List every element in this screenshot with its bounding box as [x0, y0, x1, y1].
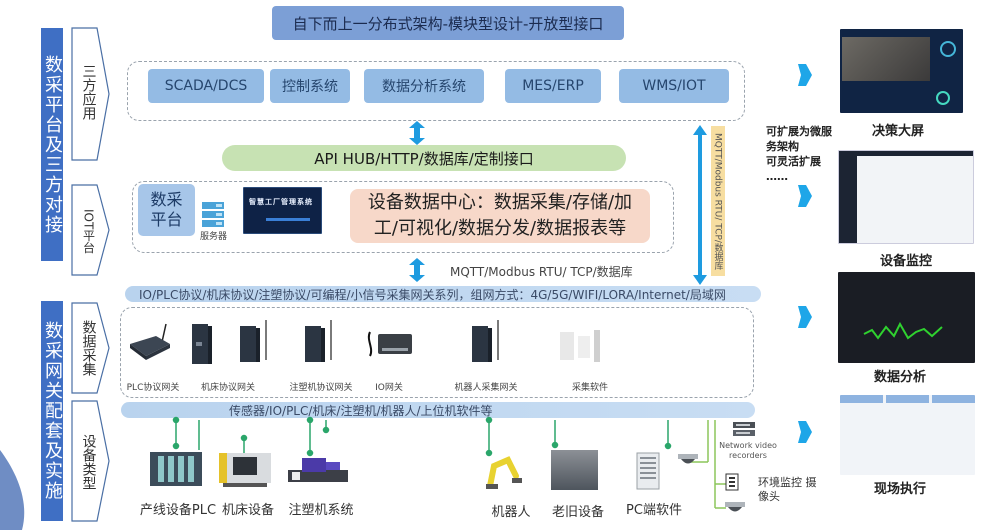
device-monitor-thumbnail — [838, 150, 974, 244]
gateways-group — [120, 307, 754, 398]
app-wms-iot: WMS/IOT — [619, 69, 729, 103]
vertical-protocol-label: MQTT/Modbus RTU/ TCP/数据库 — [711, 126, 725, 276]
gateway-label-plc: PLC协议网关 — [126, 383, 180, 393]
gateway-series-band: IO/PLC协议/机床协议/注塑协议/可编程/小信号采集网关系列，组网方式：4G… — [125, 286, 761, 302]
legacy-equipment-photo — [551, 450, 598, 490]
section-bar-platform-label: 数采平台及三方对接 — [42, 54, 63, 235]
chevron-iot: IOT平台 — [71, 184, 111, 276]
right-arrow-icon — [798, 306, 812, 328]
equipment-label-plc: 产线设备PLC — [139, 503, 217, 518]
decorative-blob — [0, 450, 25, 530]
iot-platform-group — [132, 181, 674, 253]
double-arrow-icon — [409, 258, 425, 282]
chevron-third-party-label: 三方应用 — [80, 64, 97, 120]
pc-software-icon — [636, 452, 660, 490]
decision-screen-video — [842, 37, 930, 81]
server-icon — [202, 202, 224, 227]
chevron-data-collection-label: 数据采集 — [80, 320, 97, 376]
waveform-chart — [863, 321, 943, 340]
server-label: 服务器 — [200, 232, 228, 242]
output-label-device-monitor: 设备监控 — [879, 254, 932, 269]
thumbnail-header — [886, 395, 929, 403]
plc-equipment-icon — [150, 452, 202, 486]
chevron-device-type-label: 设备类型 — [80, 434, 97, 490]
injection-gateway-icon — [305, 320, 332, 362]
extension-note-line: 可灵活扩展 — [766, 155, 821, 168]
chevron-third-party: 三方应用 — [71, 27, 111, 161]
machine-tool-icon — [219, 453, 271, 487]
smart-factory-screen-title: 智慧工厂管理系统 — [249, 198, 313, 206]
vertical-double-arrow-icon — [693, 125, 707, 285]
equipment-label-injection: 注塑机系统 — [288, 503, 354, 518]
thumbnail-header — [932, 395, 975, 403]
robot-arm-icon — [486, 456, 522, 489]
app-scada-dcs: SCADA/DCS — [148, 69, 264, 103]
data-platform-label: 数采平台 — [150, 190, 183, 229]
app-mes-erp: MES/ERP — [505, 69, 601, 103]
thumbnail-header — [839, 151, 973, 156]
data-analysis-thumbnail — [838, 272, 975, 363]
double-arrow-icon — [409, 121, 425, 145]
gateway-label-io: IO网关 — [375, 383, 403, 393]
protocol-label: MQTT/Modbus RTU/ TCP/数据库 — [450, 265, 633, 279]
right-arrow-icon — [798, 185, 812, 207]
section-bar-gateway-label: 数采网关配套及实施 — [42, 321, 63, 501]
machine-tool-gateway-icon — [240, 320, 267, 362]
app-data-analysis: 数据分析系统 — [364, 69, 484, 103]
screen-progress-decoration — [266, 218, 310, 221]
extension-note-line: …… — [766, 170, 788, 183]
chevron-device-type: 设备类型 — [71, 400, 111, 522]
data-platform-box: 数采平台 — [138, 184, 195, 236]
gateway-label-robot: 机器人采集网关 — [454, 383, 518, 393]
gateway-label-injection: 注塑机协议网关 — [289, 383, 353, 393]
extension-note-line: 可扩展为微服 — [766, 125, 832, 138]
env-sensor-icon — [725, 473, 739, 491]
app-control-system: 控制系统 — [270, 69, 350, 103]
chevron-iot-label: IOT平台 — [81, 208, 96, 254]
device-connectors — [172, 416, 726, 509]
extension-note-line: 务架构 — [766, 140, 799, 153]
gateway-device-icon — [192, 324, 212, 364]
equipment-label-robot: 机器人 — [491, 505, 531, 520]
gateway-label-machine-tool: 机床协议网关 — [200, 383, 255, 393]
device-types-band: 传感器/IO/PLC/机床/注塑机/机器人/上位机软件等 — [121, 402, 755, 418]
device-data-center: 设备数据中心：数据采集/存储/加工/可视化/数据分发/数据报表等 — [350, 189, 650, 243]
nvr-icon — [733, 422, 755, 436]
dome-camera-icon — [678, 454, 698, 464]
output-label-data-analysis: 数据分析 — [873, 370, 926, 385]
collection-software-icon — [560, 330, 600, 362]
architecture-title: 自下而上一分布式架构-模块型设计-开放型接口 — [272, 6, 624, 40]
gateway-label-software: 采集软件 — [571, 383, 608, 393]
output-label-field-execution: 现场执行 — [873, 482, 926, 497]
field-execution-thumbnail — [840, 395, 975, 475]
extension-note: 可扩展为微服 务架构 可灵活扩展 …… — [766, 124, 846, 184]
robot-gateway-device-icon — [472, 320, 499, 362]
api-hub-bar: API HUB/HTTP/数据库/定制接口 — [222, 145, 626, 171]
equipment-label-machine-tool: 机床设备 — [221, 503, 274, 518]
decision-screen-thumbnail — [840, 29, 963, 113]
right-arrow-icon — [798, 64, 812, 86]
smart-factory-screen: 智慧工厂管理系统 — [243, 187, 322, 234]
gauge-icon — [940, 41, 956, 57]
equipment-label-pc-software: PC端软件 — [626, 503, 682, 518]
output-label-decision: 决策大屏 — [871, 124, 924, 139]
device-data-center-label: 设备数据中心：数据采集/存储/加工/可视化/数据分发/数据报表等 — [367, 192, 633, 239]
nvr-label: Network video recorders — [719, 441, 777, 460]
equipment-label-legacy: 老旧设备 — [551, 505, 604, 520]
third-party-apps-group — [127, 61, 745, 121]
injection-machine-icon — [288, 458, 348, 482]
chevron-data-collection: 数据采集 — [71, 302, 111, 394]
right-arrow-icon — [798, 421, 812, 443]
plc-gateway-device-icon — [130, 323, 170, 360]
section-bar-platform: 数采平台及三方对接 — [41, 28, 63, 261]
io-gateway-device-icon — [367, 331, 412, 357]
section-bar-gateway: 数采网关配套及实施 — [41, 301, 63, 521]
dome-camera-icon — [725, 502, 745, 512]
thumbnail-header — [840, 395, 883, 403]
gauge-icon — [936, 91, 950, 105]
thumbnail-sidebar — [839, 151, 857, 243]
env-monitor-label: 环境监控 摄像头 — [758, 476, 817, 503]
